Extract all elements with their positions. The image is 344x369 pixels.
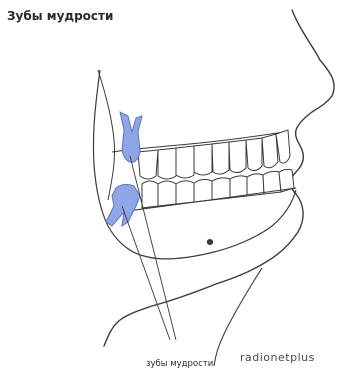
lower-tooth (158, 181, 176, 206)
upper-tooth (246, 138, 262, 171)
wisdom-teeth-label: зубы мудрости (146, 359, 213, 369)
upper-tooth (212, 142, 229, 174)
lower-tooth (176, 181, 194, 204)
mental-foramen (207, 239, 213, 245)
lower-tooth (194, 179, 212, 202)
upper-tooth (158, 148, 176, 179)
upper-tooth (194, 144, 212, 175)
lower-wisdom-tooth-icon (106, 184, 140, 226)
upper-tooth (176, 146, 194, 178)
leader-line-lower (122, 206, 170, 340)
upper-wisdom-tooth-icon (120, 112, 142, 162)
lower-tooth (212, 178, 230, 200)
lower-tooth (142, 181, 158, 208)
upper-tooth (229, 140, 246, 173)
upper-tooth (138, 150, 158, 179)
brand-watermark: radionetplus (240, 351, 315, 364)
upper-tooth (262, 134, 278, 168)
lower-tooth (230, 176, 247, 198)
ramus-outline (98, 70, 115, 200)
upper-teeth-row (138, 130, 290, 179)
